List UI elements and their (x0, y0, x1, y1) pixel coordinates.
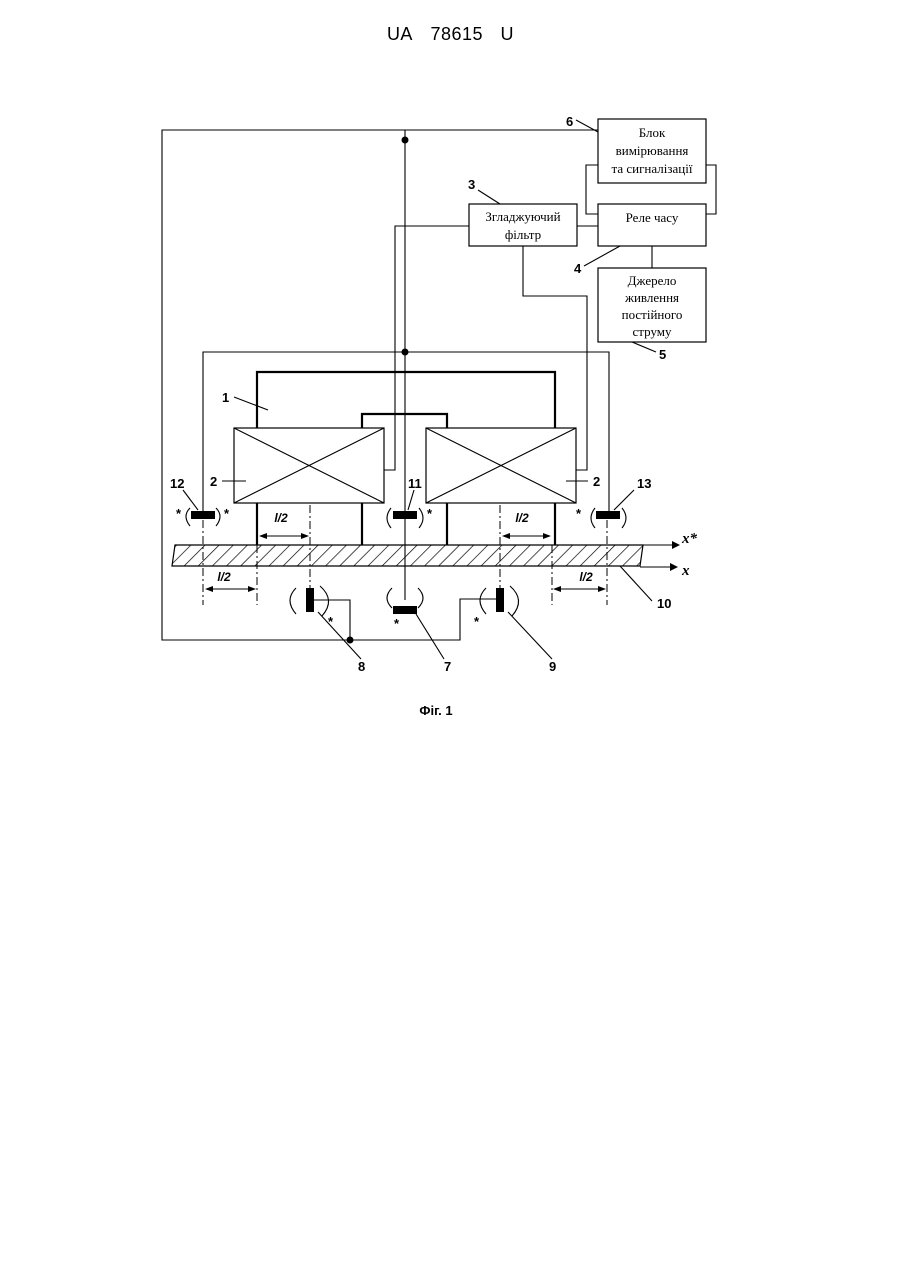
dimension-bottom-right: l/2 (553, 570, 606, 592)
ref-6: 6 (566, 114, 573, 129)
block-measurement-line1: Блок (639, 125, 666, 140)
sensor-13-star: * (576, 506, 582, 521)
dimension-bottom-left: l/2 (205, 570, 256, 592)
ref-3: 3 (468, 177, 475, 192)
ref-7: 7 (444, 659, 451, 674)
block-filter-line2: фільтр (505, 227, 541, 242)
dim-bottom-right-label: l/2 (579, 570, 593, 584)
ref-2-left: 2 (210, 474, 217, 489)
block-power-line2: живлення (624, 290, 679, 305)
dimension-top-left: l/2 (259, 511, 309, 539)
figure-caption: Фіг. 1 (419, 703, 452, 718)
block-relay-line1: Реле часу (626, 210, 679, 225)
block-measurement-line3: та сигналізації (612, 161, 693, 176)
workpiece-strip (172, 545, 643, 566)
sensor-7-star: * (394, 616, 400, 631)
sensor-12-star-right: * (224, 506, 230, 521)
ref-8: 8 (358, 659, 365, 674)
ref-13: 13 (637, 476, 651, 491)
ref-5: 5 (659, 347, 666, 362)
ref-2-right: 2 (593, 474, 600, 489)
block-power-line3: постійного (622, 307, 683, 322)
sensor-13: * (576, 506, 626, 528)
coil-right (426, 428, 576, 503)
block-measurement-line2: вимірювання (616, 143, 689, 158)
ref-11: 11 (408, 476, 422, 491)
sensor-11: * (387, 506, 433, 528)
ref-9: 9 (549, 659, 556, 674)
sensor-9: * (474, 586, 519, 629)
block-power-line4: струму (633, 324, 672, 339)
ref-12: 12 (170, 476, 184, 491)
dim-top-left-label: l/2 (274, 511, 288, 525)
axis-x: x (640, 563, 690, 579)
reference-numbers: 6 3 4 5 1 2 2 12 11 13 10 8 7 9 (170, 114, 671, 674)
sensor-12-star-left: * (176, 506, 182, 521)
ref-4: 4 (574, 261, 582, 276)
ref-10: 10 (657, 596, 671, 611)
block-measurement: Блок вимірювання та сигналізації (598, 119, 706, 183)
block-dc-power-source: Джерело живлення постійного струму (598, 268, 706, 342)
sensor-9-star: * (474, 614, 480, 629)
block-smoothing-filter: Згладжуючий фільтр (469, 204, 577, 246)
block-power-line1: Джерело (628, 273, 677, 288)
axis-x-star: x* (640, 531, 698, 549)
block-time-relay: Реле часу (598, 204, 706, 246)
dim-top-right-label: l/2 (515, 511, 529, 525)
block-filter-line1: Згладжуючий (485, 209, 560, 224)
dimension-top-right: l/2 (502, 511, 551, 539)
sensor-11-star: * (427, 506, 433, 521)
ref-1: 1 (222, 390, 229, 405)
axis-x-label: x (681, 563, 690, 579)
axis-x-star-label: x* (681, 531, 698, 547)
coil-left (234, 428, 384, 503)
dim-bottom-left-label: l/2 (217, 570, 231, 584)
